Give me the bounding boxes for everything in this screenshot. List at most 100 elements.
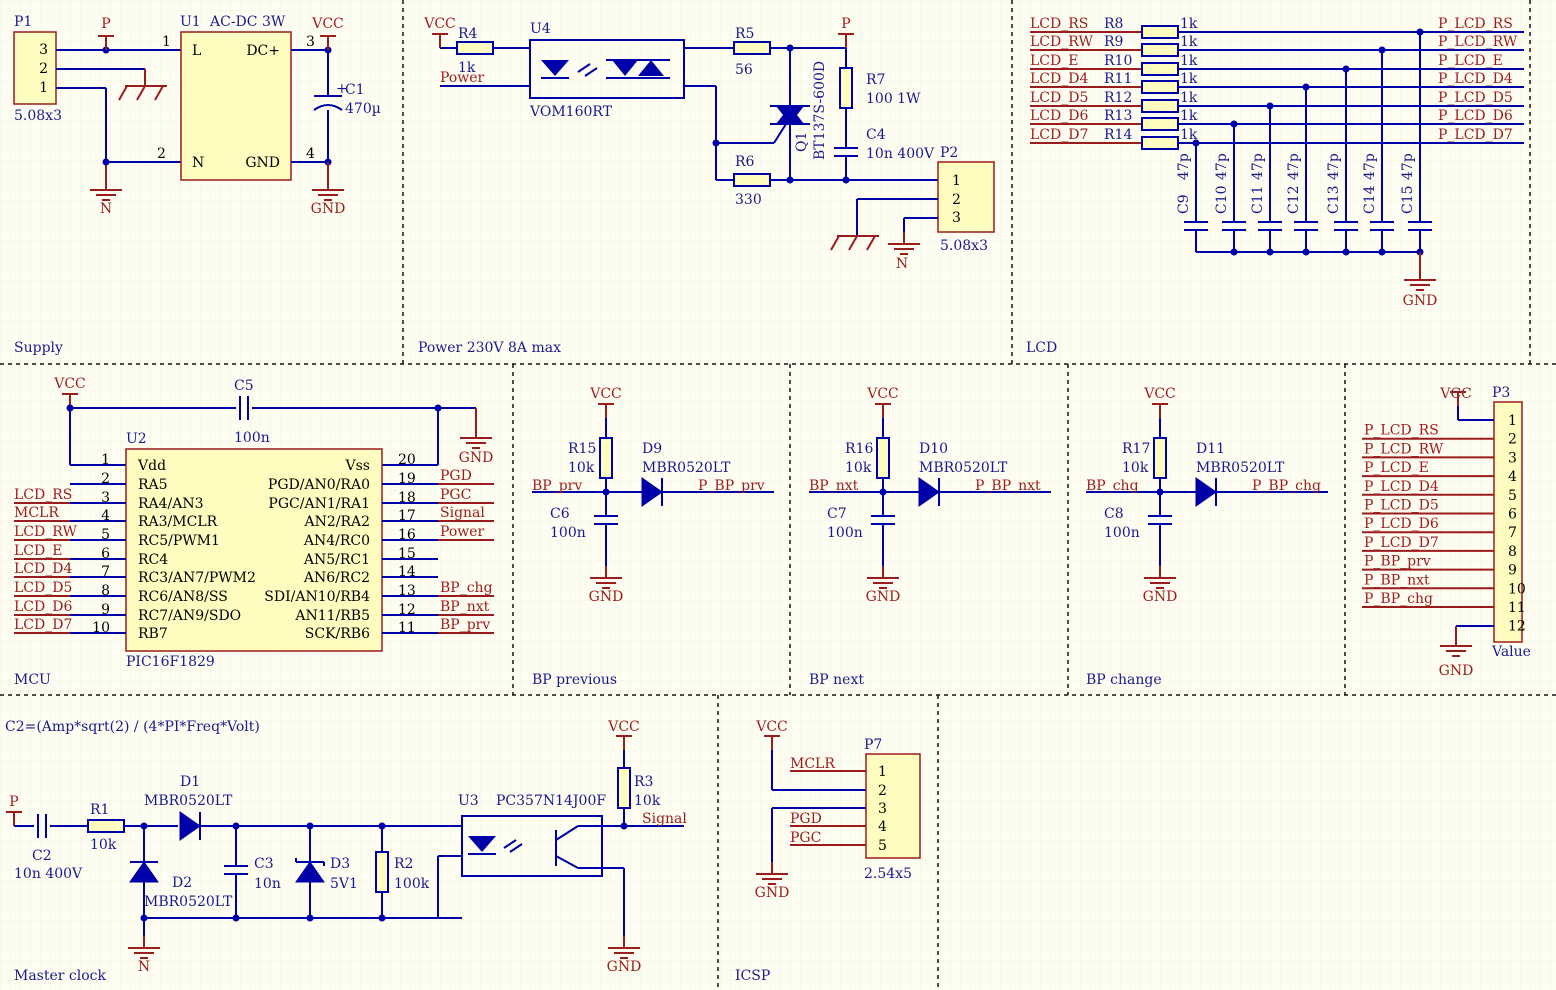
p3-connector[interactable] [1493,401,1523,643]
u2-left-pin-num-0: 1 [101,452,110,468]
lcd-resistor-1[interactable] [1141,43,1179,57]
u1-value: AC-DC 3W [209,14,286,30]
u2-right-pin-name-6: AN6/RC2 [303,570,370,586]
p1-connector[interactable] [13,31,57,105]
p3-pin-11: 12 [1508,619,1526,635]
u2-left-net-2: LCD_RS [14,487,72,503]
c2-value: 10n 400V [14,866,83,882]
lcd-resistor-5[interactable] [1141,117,1179,131]
p7-pin5: 5 [878,838,887,854]
lcd-resistor-3[interactable] [1141,80,1179,94]
bp-c-ref-1: C7 [827,506,847,522]
bp-out-net-2: P_BP_chg [1252,478,1321,494]
c1-value: 470µ [345,101,381,117]
c5-ref: C5 [234,378,254,394]
sheet-title-master-clock: Master clock [14,968,107,984]
p1-pin1: 1 [39,80,48,96]
p3-net-7: P_LCD_D7 [1364,535,1439,551]
net-n-label: N [100,201,112,217]
lcd-res-value-4: 1k [1180,90,1198,106]
p3-net-10: P_BP_chg [1364,591,1433,607]
bp-c-value-0: 100n [550,525,586,541]
lcd-res-ref-6: R14 [1104,127,1132,143]
lcd-res-ref-1: R9 [1104,34,1123,50]
power-n-label: N [896,256,908,272]
bp-r-value-1: 10k [845,460,872,476]
p7-icsp-header[interactable] [865,753,921,859]
p3-pin-3: 4 [1508,469,1517,485]
u2-left-net-4: LCD_RW [14,524,77,540]
p3-pin-2: 3 [1508,450,1517,466]
q1-ref: Q1 [794,132,810,152]
p7-pin2: 2 [878,783,887,799]
d1-ref: D1 [180,774,200,790]
p3-net-5: P_LCD_D5 [1364,498,1439,514]
u4-optotriac[interactable] [529,39,685,99]
p2-value: 5.08x3 [940,238,988,254]
r4-value: 1k [458,60,476,76]
lcd-resistor-6[interactable] [1141,136,1179,150]
lcd-net-2: LCD_E [1030,53,1078,69]
p3-gnd-label: GND [1439,663,1474,679]
p3-section: P3 Value VCC GND 12P_LCD_RS3P_LCD_RW4P_L… [1362,385,1531,679]
p1-value: 5.08x3 [14,108,62,124]
u2-left-net-6: LCD_D4 [14,561,72,577]
u2-left-net-9: LCD_D7 [14,617,72,633]
lcd-res-ref-0: R8 [1104,16,1123,32]
u3-optocoupler[interactable] [461,815,603,877]
lcd-cap-ref-6: C15 [1400,185,1416,214]
lcd-p-net-0: P_LCD_RS [1438,16,1513,32]
p1-pin2: 2 [39,61,48,77]
mcu-vcc-label: VCC [53,376,86,392]
bp-d-ref-1: D10 [919,441,948,457]
icsp-gnd-label: GND [755,885,790,901]
sheet-title-bp-previous: BP previous [532,672,617,688]
mcu-section: VCC C5 100n GND U2 PIC16F1829 Vdd1RA52RA… [14,376,494,670]
p2-connector[interactable] [937,161,995,233]
clock-signal-label: Signal [642,811,687,827]
u2-left-pin-name-2: RA4/AN3 [138,496,204,512]
icsp-net-pgc: PGC [790,830,821,846]
icsp-net-pgd: PGD [790,811,822,827]
lcd-cap-ref-2: C11 [1250,185,1266,214]
u2-right-net-3: Signal [440,505,485,521]
bp-gnd-label-2: GND [1143,589,1178,605]
clock-gnd-label: GND [607,959,642,975]
u2-left-net-7: LCD_D5 [14,580,72,596]
u2-left-pin-name-4: RC5/PWM1 [138,533,220,549]
lcd-cap-value-0: 47p [1176,153,1192,180]
u2-left-pin-name-9: RB7 [138,626,168,642]
u2-pic16f1829[interactable] [125,448,383,652]
u2-left-pin-num-2: 3 [101,490,110,506]
u1-ref: U1 [180,14,201,30]
d3-ref: D3 [330,856,350,872]
c4-value: 10n 400V [866,146,935,162]
lcd-resistor-0[interactable] [1141,25,1179,39]
lcd-resistor-4[interactable] [1141,99,1179,113]
u2-right-pin-name-9: SCK/RB6 [305,626,370,642]
p3-net-6: P_LCD_D6 [1364,516,1439,532]
lcd-net-0: LCD_RS [1030,16,1088,32]
lcd-p-net-1: P_LCD_RW [1438,34,1518,50]
bp-d-value-1: MBR0520LT [919,460,1008,476]
lcd-resistor-2[interactable] [1141,62,1179,76]
net-p-label: P [101,16,110,32]
u1-pinnum-1: 1 [162,34,171,50]
u2-left-pin-name-5: RC4 [138,552,168,568]
lcd-p-net-2: P_LCD_E [1438,53,1503,69]
r3-ref: R3 [634,774,653,790]
u1-pinnum-4: 4 [306,146,315,162]
u2-left-pin-name-8: RC7/AN9/SDO [138,608,241,624]
lcd-p-net-3: P_LCD_D4 [1438,71,1513,87]
u1-acdc-module[interactable] [180,31,292,181]
p3-pin-4: 5 [1508,488,1517,504]
r5-ref: R5 [735,26,754,42]
u2-left-pin-num-8: 9 [101,602,110,618]
p7-pin1: 1 [878,764,887,780]
sheet-title-lcd: LCD [1026,340,1057,356]
icsp-vcc-label: VCC [755,719,788,735]
bp-r-value-0: 10k [568,460,595,476]
bp-vcc-label-0: VCC [589,386,622,402]
c3-ref: C3 [254,856,274,872]
clock-vcc-label: VCC [607,719,640,735]
